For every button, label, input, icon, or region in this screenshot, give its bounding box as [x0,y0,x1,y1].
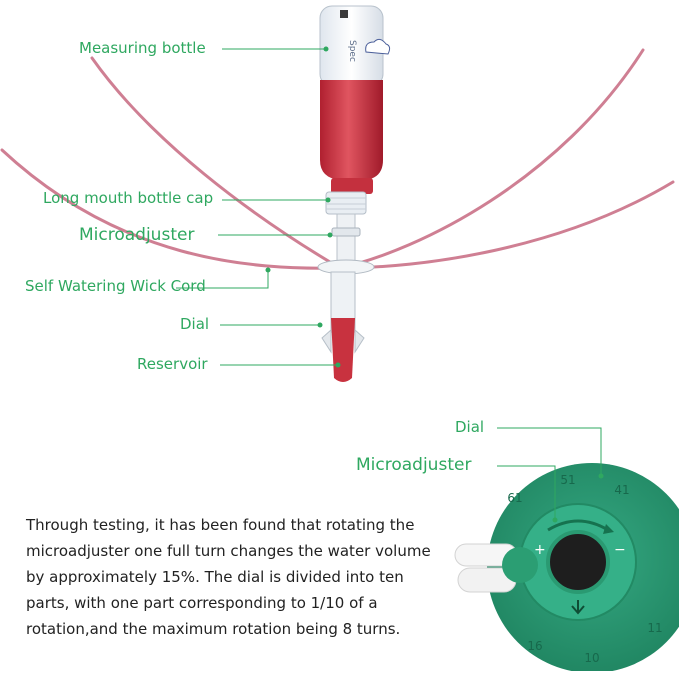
label-wick-cord: Self Watering Wick Cord [25,277,206,295]
label-dial: Dial [180,315,210,333]
label-dial-closeup: Dial [455,418,485,436]
wick-cords [0,48,675,270]
reservoir [321,271,365,382]
down-arrow-icon [571,600,585,615]
dial-closeup: 51 41 11 10 16 61 + − [454,463,679,673]
wick-cord [338,48,645,270]
dial-number: 61 [507,491,522,505]
measuring-bottle: Spec [319,5,391,194]
description-line: microadjuster one full turn changes the … [26,542,431,560]
description-line: parts, with one part corresponding to 1/… [26,594,378,612]
bottle-cap [325,191,367,215]
cloud-icon [365,38,391,55]
description-line: Through testing, it has been found that … [26,516,415,534]
dial-number-labels: 51 41 11 10 16 61 [507,473,662,665]
wick-cord [90,56,342,270]
minus-icon: − [614,542,626,558]
callout-dots [265,46,341,368]
rotation-arrow-icon [547,519,609,532]
dial-number: 51 [560,473,575,487]
description-line: rotation,and the maximum rotation being … [26,620,401,638]
label-microadjuster-closeup: Microadjuster [356,455,472,475]
dial-callouts [497,427,602,520]
dial-number: 10 [584,651,599,665]
wick-cord [0,148,342,270]
bottle-marks: Spec [347,40,357,62]
label-microadjuster: Microadjuster [79,225,195,245]
dial-callout-dots [552,473,604,523]
label-long-mouth-cap: Long mouth bottle cap [43,189,214,207]
label-measuring-bottle: Measuring bottle [79,39,206,57]
finger-graphic [454,543,538,593]
description-line: by approximately 15%. The dial is divide… [26,568,404,586]
callout-lines [176,48,338,366]
label-reservoir: Reservoir [137,355,208,373]
wick-cord [338,180,675,270]
dial-number: 41 [614,483,629,497]
dial-number: 16 [527,639,542,653]
microadjuster-part [317,213,375,275]
plus-icon: + [534,542,546,558]
description-text: Through testing, it has been found that … [26,512,446,642]
dial-number: 11 [647,621,662,635]
